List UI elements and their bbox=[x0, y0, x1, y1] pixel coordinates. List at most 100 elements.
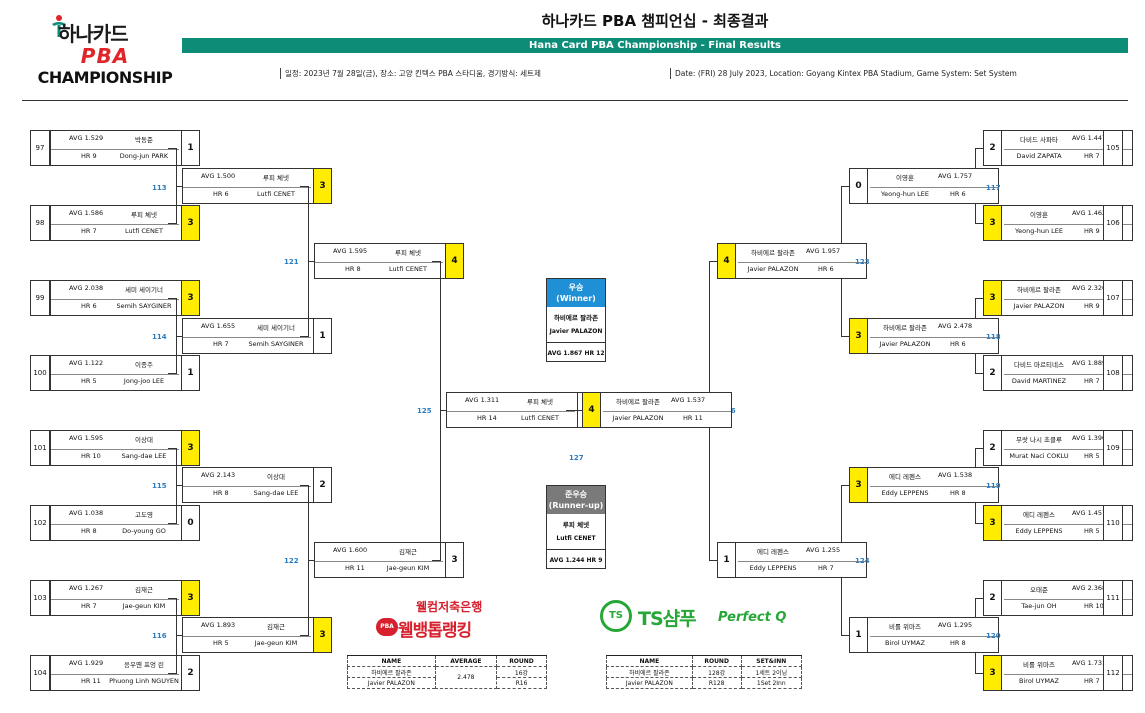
row-divider bbox=[447, 410, 575, 412]
player-high-run: HR 11 bbox=[683, 414, 703, 422]
player-name-ko: 루피 체넷 bbox=[395, 249, 421, 257]
seed-number: 107 bbox=[1103, 280, 1123, 316]
player-name-en: Dong-jun PARK bbox=[119, 152, 169, 160]
row-divider bbox=[738, 560, 866, 562]
player-name-en: Jae-geun KIM bbox=[254, 639, 298, 647]
player-name-en: Lutfi CENET bbox=[389, 265, 427, 273]
set-score: 1 bbox=[313, 318, 332, 354]
player-average: AVG 1.267 bbox=[69, 584, 104, 592]
player-average: AVG 1.122 bbox=[69, 359, 104, 367]
player-average: AVG 1.537 bbox=[671, 396, 706, 404]
title-banner: Hana Card PBA Championship - Final Resul… bbox=[182, 38, 1128, 53]
player-high-run: HR 7 bbox=[81, 602, 97, 610]
seed-number: 111 bbox=[1103, 580, 1123, 616]
player-name-ko: 에디 레펜스 bbox=[889, 473, 921, 481]
sponsor-line-2: Perfect Q bbox=[718, 610, 787, 625]
seed-number: 98 bbox=[30, 205, 50, 241]
set-score: 0 bbox=[849, 168, 868, 204]
player-average: AVG 1.500 bbox=[201, 172, 236, 180]
player-average: AVG 2.038 bbox=[69, 284, 104, 292]
seed-number: 100 bbox=[30, 355, 50, 391]
player-name-ko: 고도영 bbox=[135, 511, 153, 519]
player-high-run: HR 8 bbox=[950, 489, 966, 497]
col-header: ROUND bbox=[691, 655, 742, 667]
player-high-run: HR 7 bbox=[1084, 377, 1100, 385]
player-slot-quarterfinal[interactable]: AVG 1.595 HR 8 루피 체넷 Lutfi CENET 4 bbox=[314, 243, 464, 279]
player-name-en: Javier PALAZON bbox=[549, 328, 603, 335]
player-stats: AVG 1.867 HR 12 bbox=[547, 342, 605, 361]
player-high-run: HR 14 bbox=[477, 414, 497, 422]
row-divider bbox=[738, 261, 866, 263]
player-high-run: HR 7 bbox=[1084, 677, 1100, 685]
set-score: 2 bbox=[181, 655, 200, 691]
player-high-run: HR 9 bbox=[81, 152, 97, 160]
bracket-line bbox=[176, 448, 177, 524]
set-score: 4 bbox=[445, 243, 464, 279]
player-high-run: HR 8 bbox=[345, 265, 361, 273]
match-number: 123 bbox=[855, 258, 870, 266]
seed-number: 110 bbox=[1103, 505, 1123, 541]
player-average: AVG 1.311 bbox=[465, 396, 500, 404]
player-name-en: Lutfi CENET bbox=[125, 227, 163, 235]
player-average: AVG 1.957 bbox=[806, 247, 841, 255]
cell-set-ko: 1세트 2이닝 bbox=[740, 666, 803, 678]
col-header: NAME bbox=[347, 655, 436, 667]
player-name-en: Sang-dae LEE bbox=[253, 489, 299, 497]
player-average: AVG 1.255 bbox=[806, 546, 841, 554]
player-name-en: Sang-dae LEE bbox=[121, 452, 167, 460]
player-high-run: HR 8 bbox=[213, 489, 229, 497]
player-name-ko: 김재근 bbox=[399, 548, 417, 556]
player-name-en: Lutfi CENET bbox=[521, 414, 559, 422]
row-divider bbox=[183, 186, 311, 188]
player-high-run: HR 6 bbox=[950, 340, 966, 348]
row-divider bbox=[51, 298, 179, 300]
row-divider bbox=[51, 373, 179, 375]
player-average: AVG 1.462 bbox=[1072, 209, 1107, 217]
row-divider bbox=[51, 673, 179, 675]
bracket-line bbox=[168, 298, 176, 299]
title-ko: 우승 bbox=[568, 283, 584, 292]
row-divider bbox=[51, 448, 179, 450]
bracket-line bbox=[841, 186, 849, 187]
player-average: AVG 1.457 bbox=[1072, 509, 1107, 517]
set-score: 3 bbox=[181, 430, 200, 466]
sponsor-line-1: 웰컴저축은행 bbox=[416, 600, 483, 614]
bracket-line bbox=[975, 523, 983, 524]
player-high-run: HR 7 bbox=[818, 564, 834, 572]
row-divider bbox=[1004, 598, 1132, 600]
player-high-run: HR 6 bbox=[950, 190, 966, 198]
set-score: 1 bbox=[717, 542, 736, 578]
set-score: 3 bbox=[983, 205, 1002, 241]
match-number: 121 bbox=[284, 258, 299, 266]
player-name-en: Semih SAYGINER bbox=[116, 302, 172, 310]
col-header: NAME bbox=[606, 655, 693, 667]
player-name-en: Tae-jun OH bbox=[1021, 602, 1057, 610]
col-header: AVERAGE bbox=[434, 655, 497, 667]
bracket-line bbox=[432, 261, 440, 262]
match-number: 119 bbox=[986, 482, 1001, 490]
player-average: AVG 1.595 bbox=[333, 247, 368, 255]
col-header: SET&INN bbox=[740, 655, 803, 667]
